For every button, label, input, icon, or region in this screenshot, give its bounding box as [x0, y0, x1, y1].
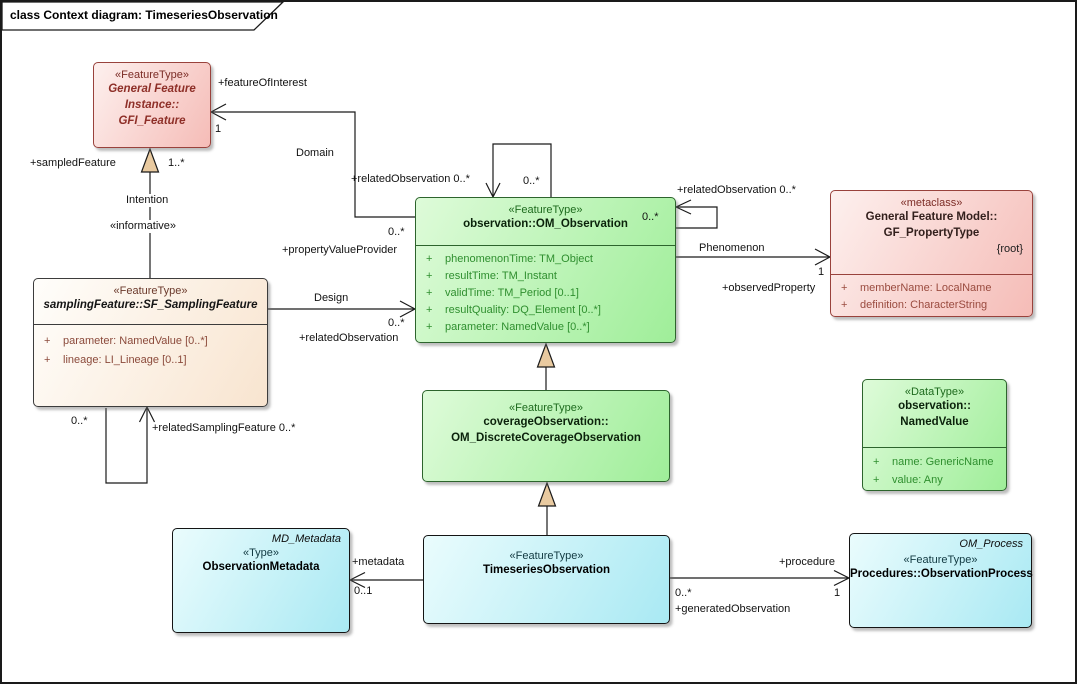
class-name: observation::OM_Observation — [463, 218, 628, 230]
class-om-discretecoverageobservation[interactable]: «FeatureType» coverageObservation:: OM_D… — [422, 390, 670, 482]
attribute-row: +resultQuality: DQ_Element [0..*] — [426, 304, 601, 316]
attribute-row: +memberName: LocalName — [841, 282, 992, 294]
diagram-frame-tab — [1, 1, 285, 31]
diagram-title: class Context diagram: TimeseriesObserva… — [10, 8, 278, 22]
class-name: OM_DiscreteCoverageObservation — [451, 432, 641, 444]
stereotype-informative: «informative» — [108, 220, 179, 233]
class-name: GF_PropertyType — [883, 227, 980, 239]
attribute-row: +validTime: TM_Period [0..1] — [426, 287, 579, 299]
design-association-line — [268, 300, 416, 318]
attribute-row: +phenomenonTime: TM_Object — [426, 253, 593, 265]
role-label-metadata: +metadata — [352, 556, 405, 568]
class-gfi-feature[interactable]: «FeatureType» General Feature Instance::… — [93, 62, 211, 148]
attribute-row: +name: GenericName — [873, 456, 994, 468]
class-name: Instance:: — [124, 99, 180, 111]
association-name-domain: Domain — [296, 147, 334, 159]
class-name: NamedValue — [900, 416, 969, 428]
multiplicity-procedure: 1 — [834, 587, 841, 599]
class-name: ObservationMetadata — [202, 561, 320, 573]
role-label-feature-of-interest: +featureOfInterest — [218, 77, 307, 89]
role-label-observed-property: +observedProperty — [722, 282, 816, 294]
multiplicity-design: 0..* — [388, 317, 405, 329]
role-label-related-sampling-feature: +relatedSamplingFeature 0..* — [152, 422, 296, 434]
class-namedvalue[interactable]: «DataType» observation:: NamedValue +nam… — [862, 379, 1007, 491]
classifier-label: MD_Metadata — [271, 533, 341, 545]
class-om-observation[interactable]: «FeatureType» observation::OM_Observatio… — [415, 197, 676, 343]
role-label-related-observation-top: +relatedObservation 0..* — [351, 173, 470, 185]
related-observation-right-self-loop — [675, 199, 718, 229]
attribute-row: +parameter: NamedValue [0..*] — [426, 321, 590, 333]
phenomenon-association-line — [676, 248, 831, 266]
stereotype-label: «FeatureType» — [113, 285, 188, 297]
attribute-compartment: +memberName: LocalName +definition: Char… — [831, 274, 1032, 314]
role-label-sampled-feature: +sampledFeature — [30, 157, 116, 169]
multiplicity-generated-observation: 0..* — [675, 587, 692, 599]
procedure-association-line — [670, 569, 850, 587]
association-name-phenomenon: Phenomenon — [699, 242, 765, 254]
stereotype-label: «FeatureType» — [903, 554, 978, 566]
attribute-compartment: +phenomenonTime: TM_Object +resultTime: … — [416, 245, 675, 336]
multiplicity-sf-loop: 0..* — [71, 415, 88, 427]
role-label-related-observation-right: +relatedObservation 0..* — [677, 184, 796, 196]
stereotype-label: «DataType» — [904, 386, 965, 398]
dco-generalization-line — [536, 342, 556, 390]
class-name: observation:: — [898, 400, 971, 412]
stereotype-label: «Type» — [242, 547, 280, 559]
tso-generalization-line — [537, 481, 557, 535]
stereotype-label: «FeatureType» — [508, 204, 583, 216]
attribute-row: +lineage: LI_Lineage [0..1] — [44, 354, 187, 366]
domain-association-line — [210, 103, 415, 218]
class-sf-samplingfeature[interactable]: «FeatureType» samplingFeature::SF_Sampli… — [33, 278, 268, 407]
multiplicity-feature-of-interest: 1 — [215, 123, 222, 135]
multiplicity-sampled-feature: 1..* — [168, 157, 185, 169]
multiplicity-property-value-provider: 0..* — [388, 226, 405, 238]
metadata-association-line — [349, 571, 423, 589]
intention-generalization-line — [140, 147, 160, 278]
class-gf-propertytype[interactable]: «metaclass» General Feature Model:: GF_P… — [830, 190, 1033, 317]
attribute-row: +definition: CharacterString — [841, 299, 988, 311]
role-label-property-value-provider: +propertyValueProvider — [282, 244, 398, 256]
multiplicity-related-observation-top: 0..* — [523, 175, 540, 187]
class-observationprocess[interactable]: OM_Process «FeatureType» Procedures::Obs… — [849, 533, 1033, 628]
role-label-related-observation: +relatedObservation — [299, 332, 399, 344]
class-name: samplingFeature::SF_SamplingFeature — [43, 299, 258, 311]
root-tag: {root} — [996, 243, 1023, 255]
class-timeseriesobservation[interactable]: «FeatureType» TimeseriesObservation — [423, 535, 670, 624]
attribute-row: +resultTime: TM_Instant — [426, 270, 557, 282]
class-observationmetadata[interactable]: MD_Metadata «Type» ObservationMetadata — [172, 528, 350, 633]
attribute-row: +parameter: NamedValue [0..*] — [44, 335, 208, 347]
role-label-procedure: +procedure — [779, 556, 835, 568]
attribute-compartment: +name: GenericName +value: Any — [863, 447, 1006, 489]
classifier-label: OM_Process — [959, 538, 1023, 550]
stereotype-label: «FeatureType» — [509, 402, 583, 414]
role-label-generated-observation: +generatedObservation — [675, 603, 791, 615]
multiplicity-metadata: 0..1 — [354, 585, 373, 597]
class-name: General Feature — [108, 83, 196, 95]
stereotype-label: «metaclass» — [900, 197, 963, 209]
attribute-compartment: +parameter: NamedValue [0..*] +lineage: … — [34, 324, 267, 370]
association-name-design: Design — [314, 292, 349, 304]
related-observation-top-self-loop — [485, 143, 552, 198]
related-sampling-feature-self-loop — [105, 406, 156, 484]
multiplicity-observed-property: 1 — [818, 266, 825, 278]
stereotype-label: «FeatureType» — [115, 69, 189, 81]
class-name: coverageObservation:: — [483, 416, 609, 428]
multiplicity-om-corner: 0..* — [642, 211, 659, 223]
class-name: TimeseriesObservation — [483, 564, 610, 576]
class-name: Procedures::ObservationProcess — [850, 568, 1033, 580]
association-name-intention: Intention — [124, 194, 171, 207]
stereotype-label: «FeatureType» — [509, 550, 584, 562]
attribute-row: +value: Any — [873, 474, 943, 486]
class-name: GFI_Feature — [118, 115, 186, 127]
class-name: General Feature Model:: — [865, 211, 998, 223]
